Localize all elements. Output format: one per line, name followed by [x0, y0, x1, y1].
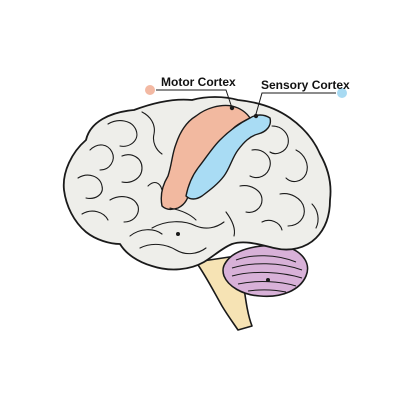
cerebrum-folds [77, 111, 319, 255]
motor-cortex-pointer [229, 105, 235, 111]
motor-cortex-callout: Motor Cortex [145, 75, 236, 111]
sensory-cortex-pointer [253, 113, 259, 119]
motor-cortex-dot [145, 85, 155, 95]
sensory-cortex-label: Sensory Cortex [261, 78, 350, 92]
cerebellum [222, 244, 309, 298]
sensory-cortex-callout: Sensory Cortex [253, 78, 350, 119]
sensory-cortex-leader [255, 92, 336, 115]
motor-cortex-leader [156, 89, 233, 109]
temporal-lobe-marker [176, 232, 180, 236]
cerebellum-marker [266, 278, 270, 282]
motor-cortex-label: Motor Cortex [161, 75, 236, 89]
sensory-cortex-dot [337, 88, 347, 98]
cerebellum-folds [231, 255, 303, 293]
sensory-cortex-region [185, 114, 272, 200]
